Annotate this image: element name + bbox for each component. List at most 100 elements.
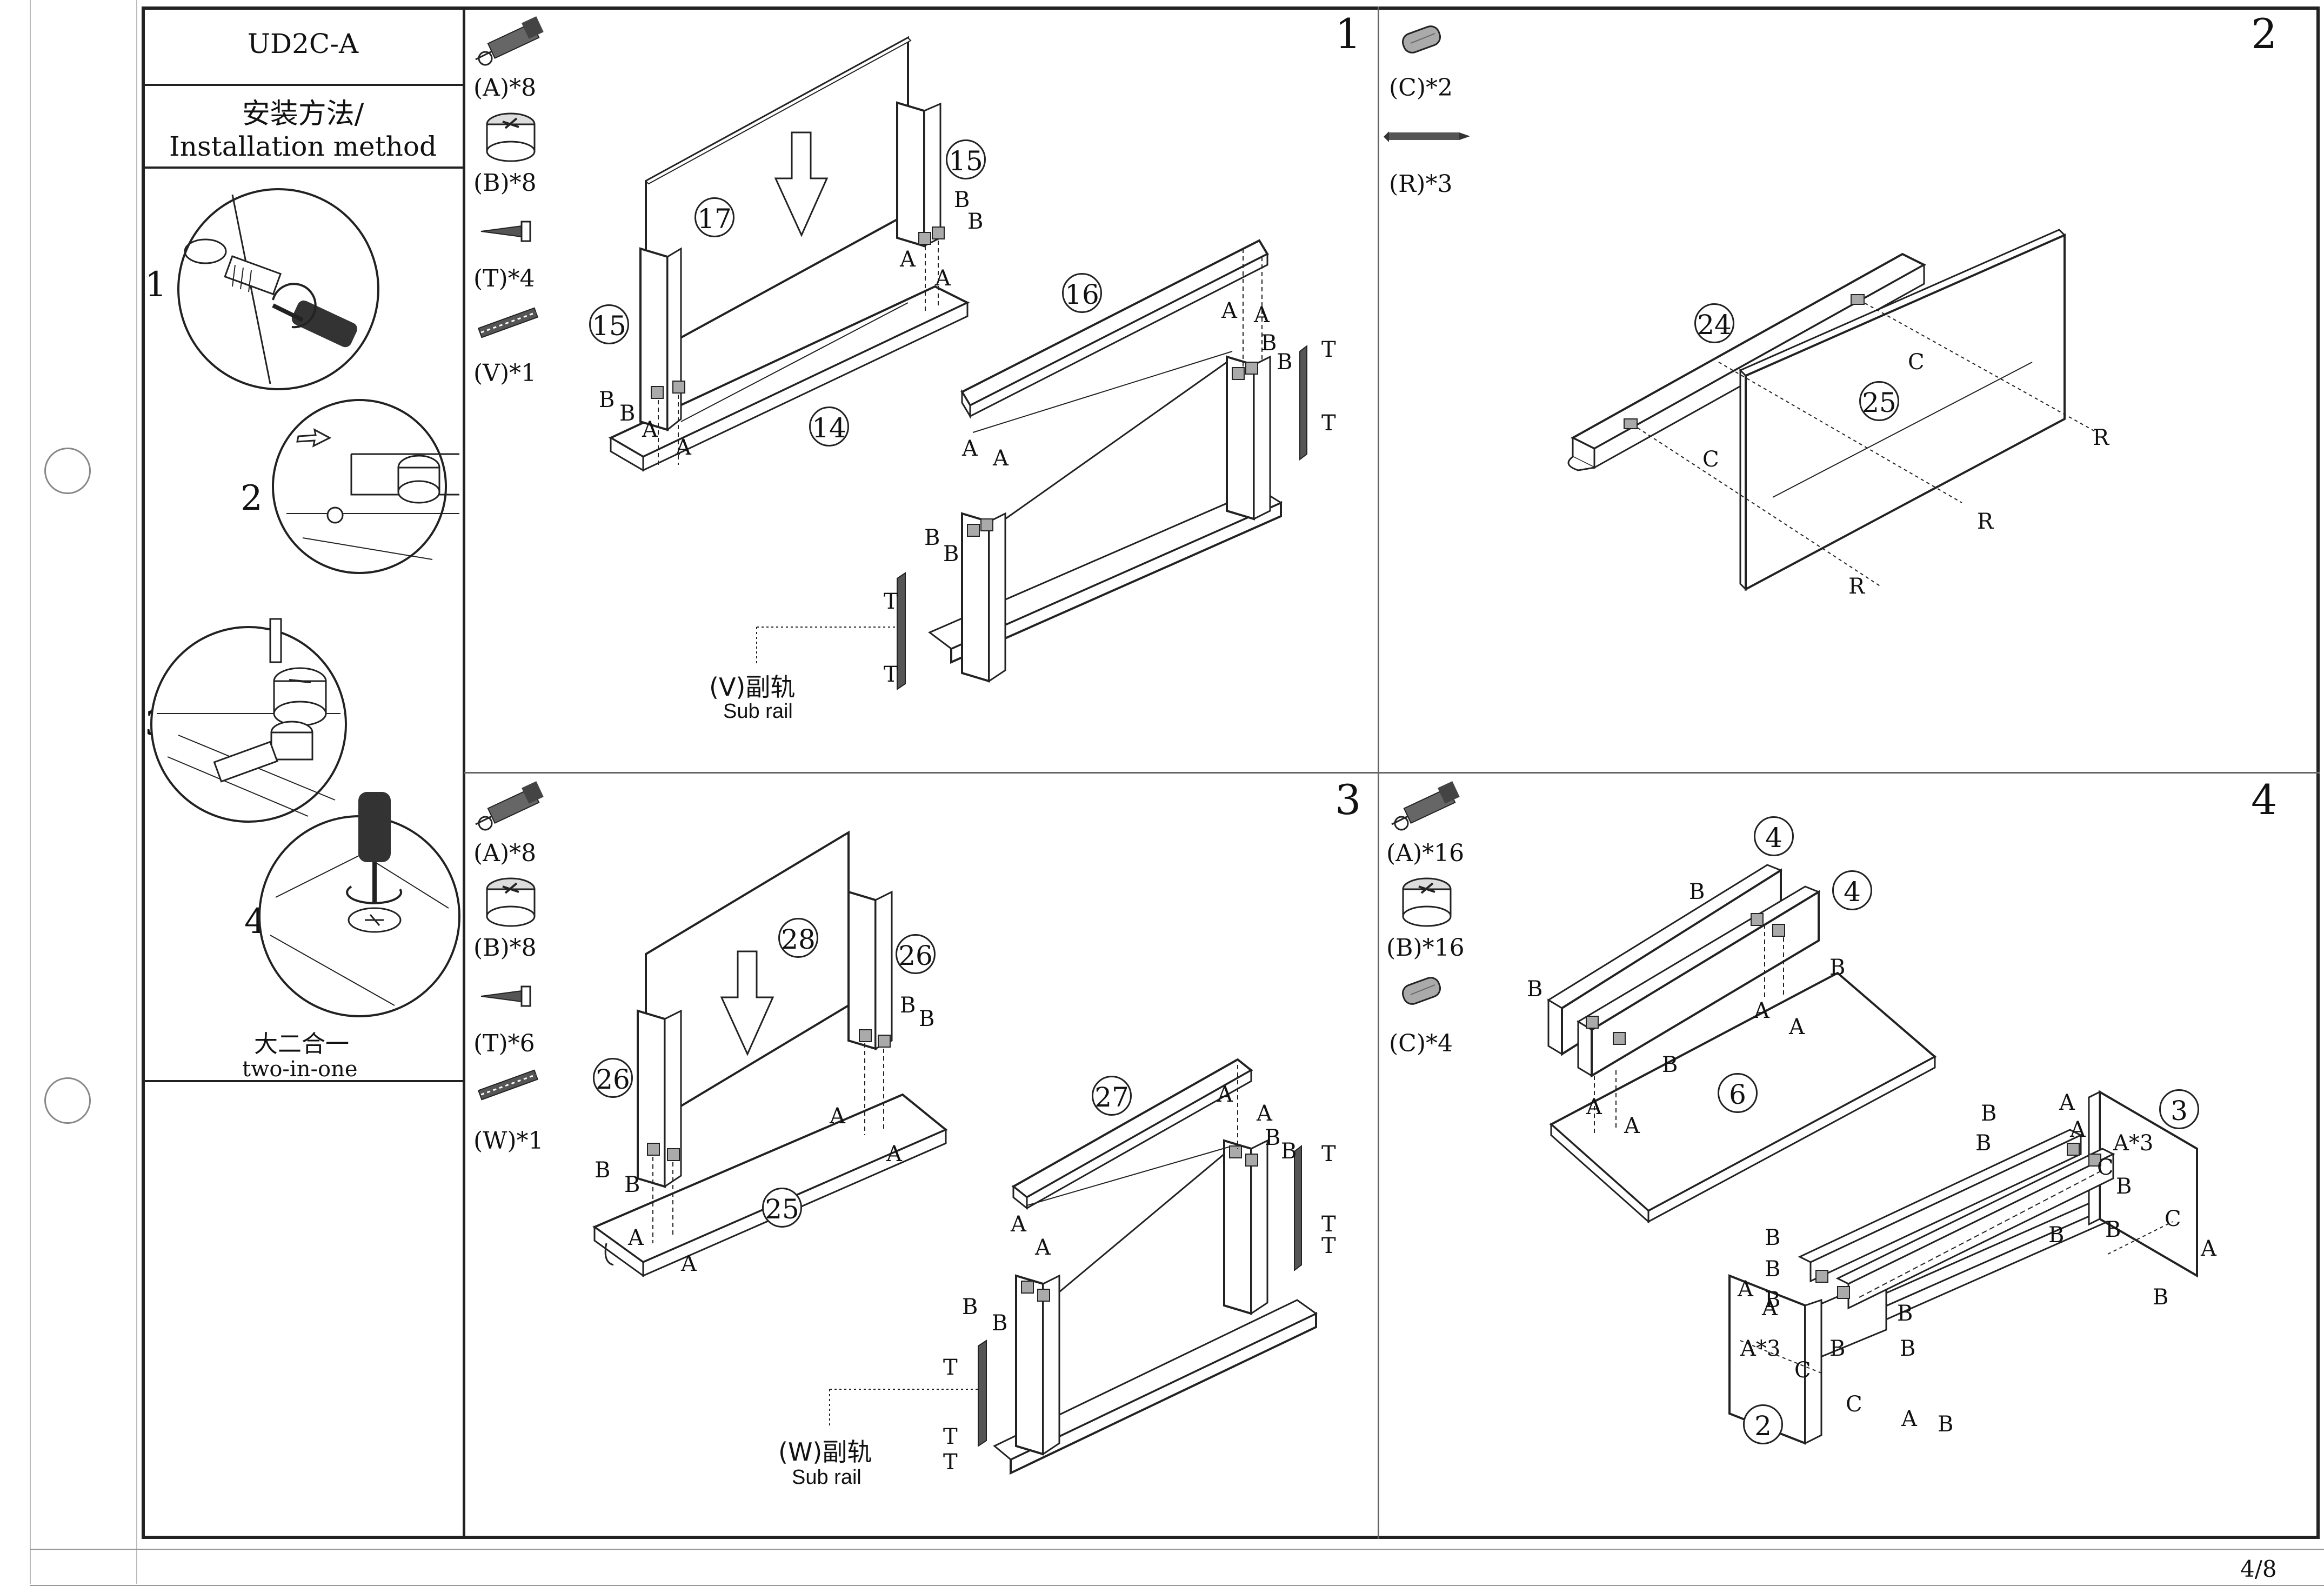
panel-number: 28 — [778, 918, 818, 958]
hardware-letter: B — [2048, 1223, 2065, 1248]
hardware-letter: B — [1765, 1288, 1781, 1312]
hardware-letter: B — [1277, 350, 1293, 375]
page-margin-line — [136, 0, 137, 1584]
hardware-letter: A — [2201, 1236, 2216, 1261]
cam-lock-icon — [273, 667, 327, 727]
panel-number: 26 — [593, 1058, 633, 1098]
panel-number: 17 — [694, 197, 734, 237]
method-step-number: 1 — [145, 265, 167, 305]
part-label: (A)*8 — [473, 74, 537, 102]
hardware-letter: B — [1765, 1225, 1781, 1250]
hardware-letter: T — [1321, 411, 1336, 436]
hardware-letter: C — [1702, 447, 1719, 472]
panel-number: 3 — [2159, 1089, 2199, 1129]
hardware-letter: A — [2059, 1090, 2075, 1115]
footer-rule — [30, 1549, 2324, 1550]
arrow-down-icon — [774, 131, 829, 237]
panel-number: 2 — [1743, 1404, 1783, 1444]
hardware-letter: B — [1265, 1125, 1281, 1150]
page-number: 4/8 — [2240, 1556, 2277, 1582]
hardware-letter: B — [992, 1311, 1008, 1336]
hardware-letter: T — [943, 1355, 958, 1380]
rail-label-en: Sub rail — [792, 1466, 862, 1489]
rail-label: (W)副轨 — [778, 1437, 872, 1467]
hardware-letter: R — [2093, 425, 2109, 450]
hardware-letter: T — [943, 1424, 958, 1449]
hardware-letter: B — [962, 1295, 978, 1320]
hardware-letter: A — [1901, 1407, 1917, 1431]
part-label: (A)*16 — [1386, 839, 1465, 867]
hardware-letter: A — [1738, 1277, 1753, 1302]
method-title-en: Installation method — [169, 131, 437, 162]
method-illustration-4 — [258, 792, 460, 1017]
rail-label-en: Sub rail — [723, 700, 793, 723]
hardware-letter: B — [599, 388, 615, 412]
hardware-letter: B — [954, 188, 970, 212]
hardware-letter: B — [1938, 1412, 1954, 1437]
screw-icon — [480, 221, 531, 242]
hardware-letter: C — [2165, 1207, 2181, 1231]
arrow-down-icon — [720, 950, 774, 1056]
cam-lock-icon — [486, 112, 536, 162]
method-illustration-1 — [177, 188, 379, 390]
screwdriver-icon — [272, 300, 357, 348]
hardware-letter: A — [962, 436, 978, 461]
hardware-letter: A — [1257, 1101, 1272, 1126]
hardware-letter: R — [1848, 574, 1865, 599]
header-rule — [142, 166, 464, 169]
hardware-letter: A — [628, 1225, 644, 1250]
method-title-cn: 安装方法/ — [242, 98, 364, 130]
hardware-letter: B — [619, 401, 636, 426]
hardware-letter: B — [2116, 1174, 2132, 1199]
cam-bolt-icon — [1391, 781, 1460, 831]
hardware-letter: T — [884, 662, 898, 687]
hardware-letter: B — [624, 1172, 640, 1197]
step4-diagram — [1547, 864, 2198, 1445]
hardware-letter: A — [1221, 298, 1237, 323]
hardware-letter: A — [681, 1251, 697, 1276]
method-illustration-2 — [272, 399, 459, 574]
part-label: (C)*4 — [1389, 1030, 1453, 1057]
rail-icon — [477, 1069, 539, 1101]
part-label: (B)*8 — [473, 169, 537, 197]
hardware-letter: C — [1794, 1358, 1811, 1383]
hardware-letter: A — [1011, 1212, 1026, 1237]
part-label: (R)*3 — [1389, 170, 1453, 198]
step-number: 3 — [1335, 776, 1361, 824]
hardware-letter: B — [1689, 879, 1705, 904]
hardware-letter: B — [1281, 1139, 1297, 1164]
binder-hole-icon — [44, 448, 91, 494]
hardware-letter: B — [2153, 1285, 2169, 1310]
binder-hole-icon — [44, 1077, 91, 1124]
header-rule — [142, 84, 464, 86]
rail-label: (V)副轨 — [709, 672, 796, 702]
hardware-letter: B — [919, 1007, 935, 1031]
panel-number: 4 — [1832, 870, 1872, 910]
panel-number: 4 — [1754, 816, 1794, 856]
hardware-letter: B — [1981, 1101, 1997, 1126]
cam-bolt-icon — [475, 16, 544, 66]
hardware-letter: A — [676, 435, 691, 460]
hardware-letter: A — [993, 446, 1009, 471]
hardware-letter: A — [886, 1142, 902, 1167]
hardware-letter: T — [1321, 1212, 1336, 1237]
hardware-letter: A — [2070, 1117, 2086, 1142]
hardware-letter: B — [924, 525, 940, 550]
hardware-letter: B — [1261, 331, 1277, 356]
step-number: 2 — [2251, 10, 2278, 58]
panel-number: 6 — [1718, 1073, 1758, 1113]
hardware-letter: A — [900, 247, 916, 272]
panel-number: 26 — [896, 934, 936, 974]
method-illustration-3 — [150, 618, 347, 823]
long-screw-icon — [1384, 131, 1470, 142]
hardware-letter: A — [1035, 1235, 1051, 1260]
part-label: (T)*4 — [473, 265, 535, 292]
part-label: (V)*1 — [473, 359, 537, 387]
screw-icon — [480, 985, 531, 1007]
hardware-letter: A — [1586, 1095, 1602, 1119]
hardware-letter: B — [1900, 1336, 1916, 1361]
method-caption-en: two-in-one — [242, 1057, 358, 1082]
hardware-letter: B — [1765, 1257, 1781, 1282]
panel-number: 25 — [1859, 381, 1899, 421]
hardware-letter: A — [1254, 303, 1270, 328]
